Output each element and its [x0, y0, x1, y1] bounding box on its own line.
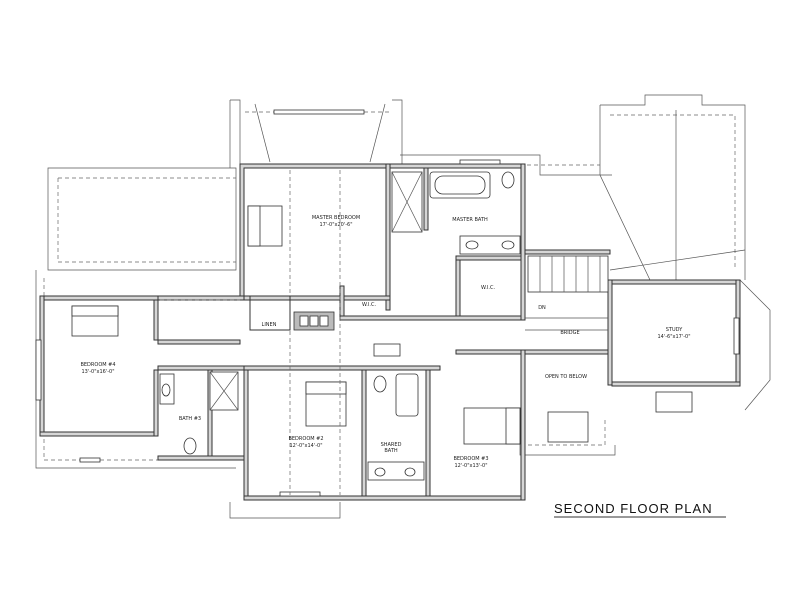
- label-wic-a: W.I.C.: [362, 302, 377, 308]
- walls: [39, 163, 741, 501]
- label-shared-bath-1: SHARED: [381, 442, 402, 448]
- label-wic-b: W.I.C.: [481, 285, 496, 291]
- windows: [35, 109, 740, 497]
- label-master-bedroom: MASTER BEDROOM: [312, 215, 360, 221]
- label-study: STUDY: [666, 327, 683, 333]
- label-bedroom4: BEDROOM #4: [80, 362, 115, 368]
- label-stair-dn: DN: [538, 305, 546, 311]
- label-open-to-below: OPEN TO BELOW: [545, 374, 587, 380]
- size-bedroom4: 13'-0"x16'-0": [81, 369, 114, 375]
- fixtures: [71, 171, 693, 481]
- size-bedroom3: 12'-0"x13'-0": [454, 463, 487, 469]
- roof-outlines: [35, 94, 771, 519]
- label-linen: LINEN: [262, 322, 277, 328]
- label-bridge: BRIDGE: [560, 330, 579, 336]
- label-bath3: BATH #3: [179, 416, 201, 422]
- size-master-bedroom: 17'-0"x20'-6": [319, 222, 352, 228]
- label-bedroom2: BEDROOM #2: [288, 436, 323, 442]
- room-labels: MASTER BEDROOM 17'-0"x20'-6" MASTER BATH…: [80, 215, 690, 469]
- size-study: 14'-6"x17'-0": [657, 334, 690, 340]
- label-master-bath: MASTER BATH: [452, 217, 488, 223]
- size-bedroom2: 12'-0"x14'-0": [289, 443, 322, 449]
- plan-title: SECOND FLOOR PLAN: [554, 501, 713, 516]
- label-bedroom3: BEDROOM #3: [453, 456, 488, 462]
- dashed-lines: [160, 170, 608, 495]
- label-shared-bath-2: BATH: [384, 448, 398, 454]
